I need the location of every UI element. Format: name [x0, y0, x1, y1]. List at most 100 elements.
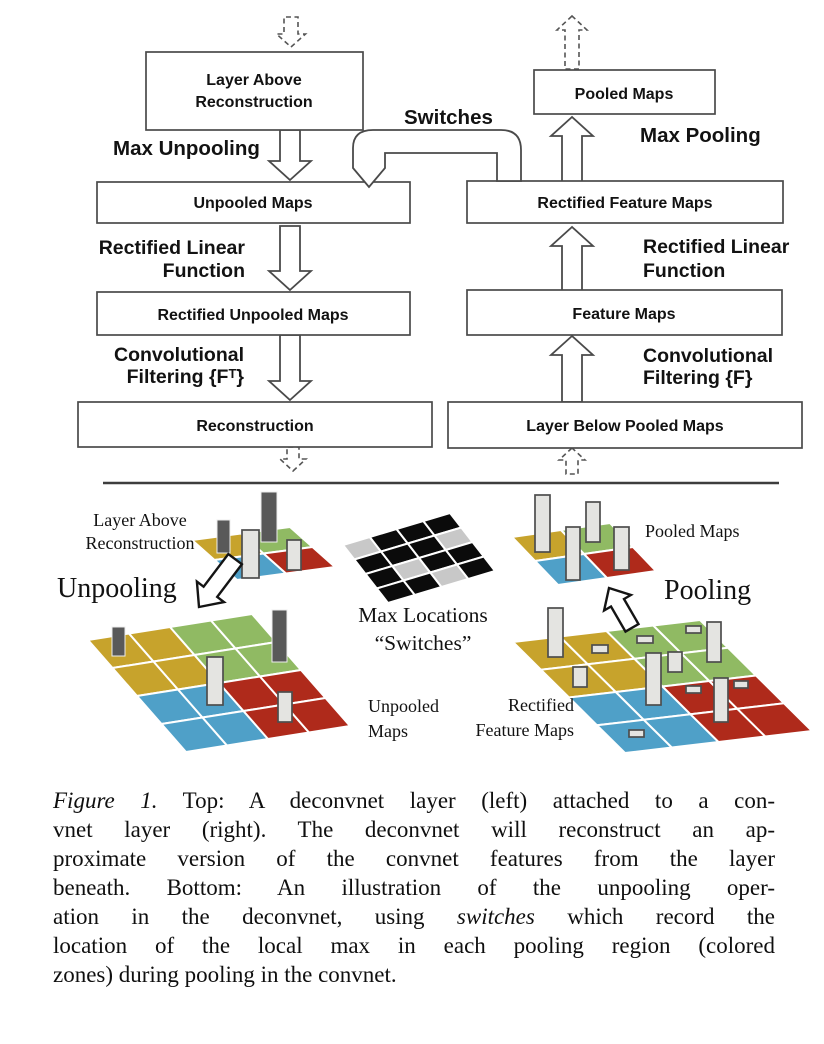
label-layer-above-reconstruction: Reconstruction: [86, 533, 195, 553]
activation-bar: [572, 666, 588, 688]
label-max-unpooling: Max Unpooling: [113, 137, 260, 160]
max-unpooling-arrow: [266, 129, 314, 182]
conv-arrow-left: [266, 334, 314, 402]
figure-image: Layer Above Reconstruction Unpooled Maps…: [57, 14, 815, 755]
label-rectified-feature-maps: Rectified: [508, 695, 574, 715]
unpooling-arrow: [195, 552, 244, 609]
activation-bar: [685, 685, 702, 694]
switches-connector: [352, 129, 522, 189]
label-pooled-maps: Pooled Maps: [645, 521, 740, 541]
activation-bar: [667, 651, 683, 673]
grid-unpooled-maps: [86, 609, 352, 754]
dashed-arrow-top-left: [274, 16, 308, 49]
caption-line: location of the local max in each poolin…: [53, 933, 775, 958]
pooling-arrow: [602, 586, 641, 634]
relu-arrow-left: [266, 225, 314, 292]
box-label: Layer Below Pooled Maps: [526, 418, 723, 435]
box-frame: [447, 401, 803, 449]
box-label: Reconstruction: [195, 94, 312, 111]
label-switches: Switches: [404, 106, 493, 129]
label-pooling: Pooling: [664, 575, 751, 606]
activation-bar: [216, 519, 231, 554]
box-unpooled-maps: Unpooled Maps: [96, 181, 411, 224]
activation-bar: [286, 539, 302, 571]
box-reconstruction: Reconstruction: [77, 401, 433, 448]
dashed-arrow-bottom-right: [556, 446, 588, 475]
grid-cell: [735, 702, 815, 738]
activation-bar: [206, 656, 224, 706]
activation-bar: [613, 526, 630, 571]
grid-pooled-maps: [509, 494, 659, 587]
box-label: Rectified Unpooled Maps: [157, 307, 348, 324]
activation-bar: [547, 607, 564, 658]
activation-bar: [534, 494, 551, 553]
dashed-arrow-bottom-left: [277, 446, 309, 473]
box-label: Reconstruction: [196, 418, 313, 435]
activation-bar: [585, 501, 601, 543]
box-label: Rectified Feature Maps: [537, 195, 712, 212]
grid-cell: [282, 696, 352, 734]
box-frame: [77, 401, 433, 448]
box-label: Unpooled Maps: [193, 195, 312, 212]
label-unpooled-maps: Unpooled: [368, 696, 439, 716]
label-conv-filtering-right: Filtering {F}: [643, 367, 753, 389]
label-conv-filtering-right: Convolutional: [643, 345, 773, 367]
activation-bar: [241, 529, 260, 579]
box-frame: [96, 181, 411, 224]
dashed-arrow-top-right: [554, 14, 590, 70]
label-relu-right: Function: [643, 260, 725, 282]
activation-bar: [628, 729, 645, 738]
caption-line: zones) during pooling in the convnet.: [53, 962, 397, 987]
activation-bar: [271, 609, 288, 663]
max-pooling-arrow: [548, 115, 596, 183]
activation-bar: [591, 644, 609, 654]
activation-bar: [685, 625, 702, 634]
label-relu-left: Function: [163, 260, 245, 282]
grid-rectified-feature-maps: [510, 607, 815, 755]
box-frame: [533, 69, 716, 115]
grid-switches: [341, 511, 497, 605]
conv-arrow-right: [548, 334, 596, 403]
label-conv-filtering-left: Convolutional: [114, 344, 244, 366]
grid-layer-above-reconstruction: [189, 491, 338, 582]
box-frame: [466, 289, 783, 336]
label-max-pooling: Max Pooling: [640, 124, 761, 147]
activation-bar: [713, 677, 729, 723]
activation-bar: [565, 526, 581, 581]
figure-caption: Figure 1. Top: A deconvnet layer (left) …: [53, 786, 775, 989]
activation-bar: [260, 491, 278, 543]
activation-bar: [645, 652, 662, 706]
label-layer-above-reconstruction: Layer Above: [93, 510, 186, 530]
caption-line: ation in the deconvnet, using switches w…: [53, 904, 775, 929]
box-frame: [466, 180, 784, 224]
box-frame: [96, 291, 411, 336]
activation-bar: [111, 626, 126, 657]
box-layer-below-pooled-maps: Layer Below Pooled Maps: [447, 401, 803, 449]
box-rectified-unpooled-maps: Rectified Unpooled Maps: [96, 291, 411, 336]
box-frame: [145, 51, 364, 131]
caption-line: Figure 1. Top: A deconvnet layer (left) …: [53, 788, 775, 813]
label-max-locations: “Switches”: [375, 631, 472, 655]
box-layer-above-reconstruction: Layer Above Reconstruction: [145, 51, 364, 131]
unpooling-illustration: [86, 491, 815, 755]
activation-bar: [706, 621, 722, 663]
label-max-locations: Max Locations: [358, 603, 488, 627]
box-label: Layer Above: [206, 72, 302, 89]
label-relu-right: Rectified Linear: [643, 236, 790, 258]
label-rectified-feature-maps: Feature Maps: [476, 720, 574, 740]
caption-line: vnet layer (right). The deconvnet will r…: [53, 817, 775, 842]
grid-cell: [455, 555, 497, 581]
activation-bar: [636, 635, 654, 644]
activation-bar: [733, 680, 749, 689]
flow-arrows: [266, 14, 596, 475]
box-label: Feature Maps: [572, 306, 675, 323]
activation-bar: [277, 691, 293, 723]
box-label: Pooled Maps: [575, 86, 674, 103]
caption-line: beneath. Bottom: An illustration of the …: [53, 875, 775, 900]
label-unpooling: Unpooling: [57, 573, 177, 604]
label-unpooled-maps: Maps: [368, 721, 408, 741]
relu-arrow-right: [548, 225, 596, 292]
caption-line: proximate version of the convnet feature…: [53, 846, 775, 871]
box-rectified-feature-maps: Rectified Feature Maps: [466, 180, 784, 224]
